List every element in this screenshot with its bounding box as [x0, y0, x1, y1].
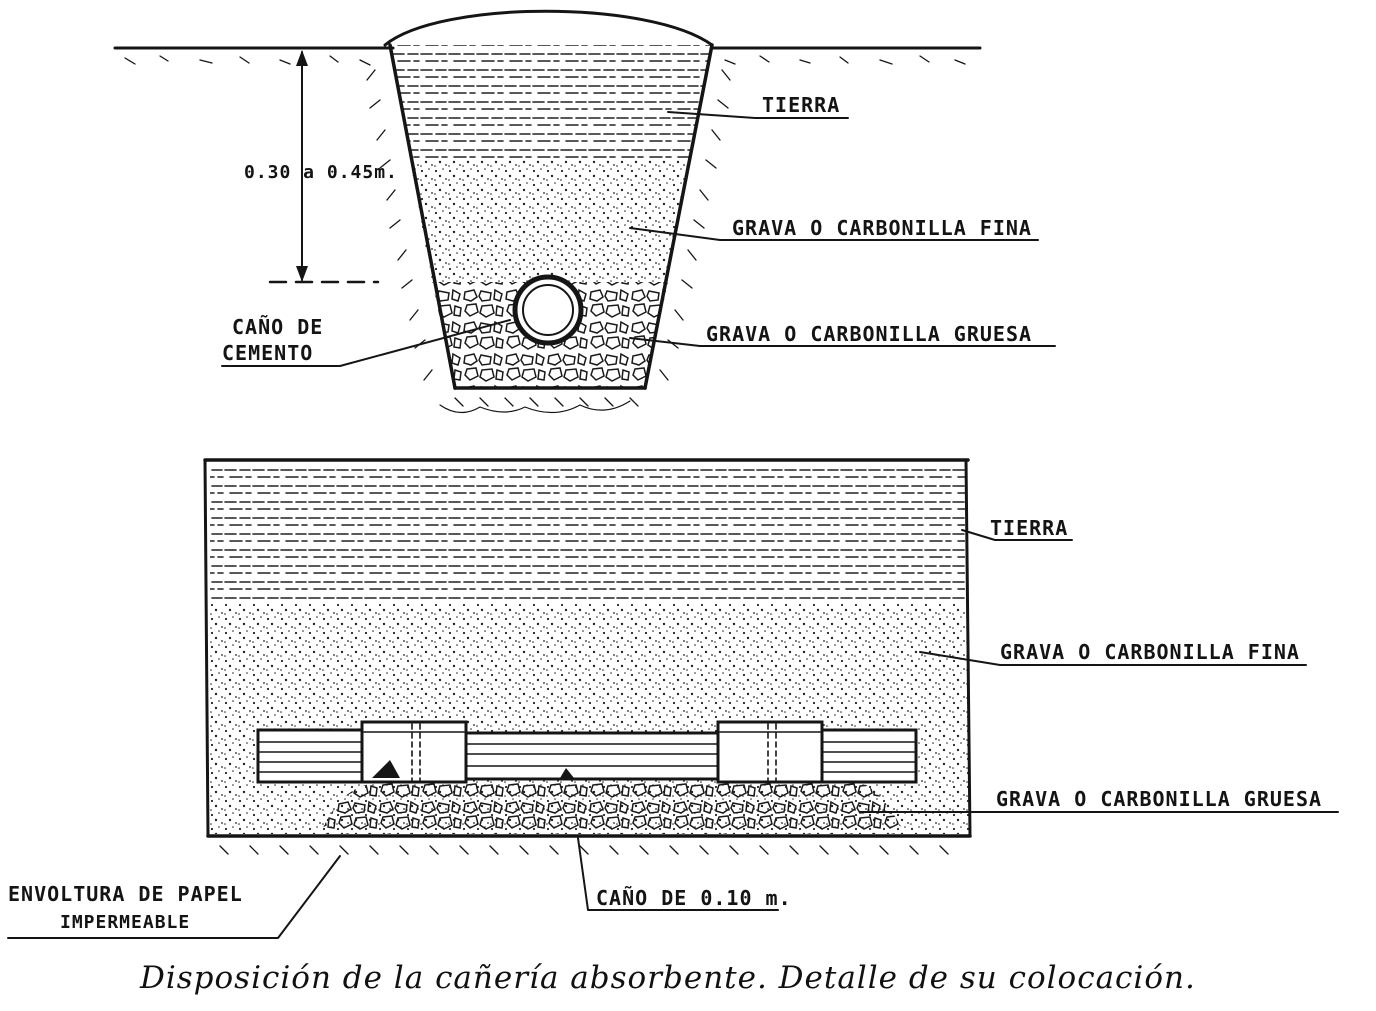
ground-texture — [124, 55, 966, 66]
trench-hatching-bottom — [454, 397, 639, 407]
label-grava-gruesa-top: GRAVA O CARBONILLA GRUESA — [706, 322, 1032, 346]
figure-caption: Disposición de la cañería absorbente. De… — [139, 960, 1196, 996]
cross-section: 0.30 a 0.45m. TIERRA GRAVA O CARBONILLA … — [113, 9, 1056, 414]
leader-grava-fina-top — [629, 227, 1039, 241]
pipe-segment-left — [256, 728, 368, 784]
long-grava-gruesa-mound — [320, 782, 905, 834]
depth-label: 0.30 a 0.45m. — [244, 162, 398, 183]
label-grava-fina-bottom: GRAVA O CARBONILLA FINA — [1000, 640, 1300, 664]
label-cano-line2: CEMENTO — [222, 341, 313, 365]
cement-pipe-inner — [522, 284, 574, 336]
depth-arrow-bottom — [296, 266, 308, 282]
pipe-segment-middle — [464, 731, 720, 781]
trench-tierra-fill — [390, 45, 712, 160]
leader-cano-cemento — [221, 319, 511, 367]
leader-envoltura — [7, 855, 341, 939]
label-grava-fina-top: GRAVA O CARBONILLA FINA — [732, 216, 1032, 240]
leader-cano-bottom — [577, 837, 779, 911]
long-frame-left — [203, 458, 210, 838]
long-bottom-hatching — [219, 845, 949, 855]
leader-grava-gruesa-top — [629, 337, 1056, 347]
trench-wall-right — [643, 43, 714, 390]
trench-wall-left — [388, 43, 457, 390]
pipe-collar-right — [716, 720, 824, 784]
label-envoltura-line2: IMPERMEABLE — [60, 912, 190, 933]
longitudinal-section: TIERRA GRAVA O CARBONILLA FINA GRAVA O C… — [7, 458, 1339, 939]
long-frame-right — [964, 458, 972, 838]
pipe-run — [256, 720, 918, 784]
leader-tierra-top — [667, 111, 849, 119]
trench-scribble — [439, 400, 631, 414]
soil-mound — [383, 9, 714, 47]
leader-grava-fina-bottom — [919, 651, 1307, 666]
label-tierra-top: TIERRA — [762, 93, 840, 117]
label-cano-line1: CAÑO DE — [232, 315, 323, 339]
leader-tierra-bottom — [961, 529, 1073, 541]
label-grava-gruesa-bottom: GRAVA O CARBONILLA GRUESA — [996, 787, 1322, 811]
depth-arrow-top — [296, 50, 308, 66]
label-tierra-bottom: TIERRA — [990, 516, 1068, 540]
label-envoltura-line1: ENVOLTURA DE PAPEL — [8, 882, 243, 906]
trench-grava-fina-fill — [410, 160, 690, 282]
label-cano-bottom: CAÑO DE 0.10 m. — [596, 886, 792, 910]
pipe-joint-dashes — [411, 723, 777, 781]
pipe-segment-right — [818, 728, 918, 784]
pipe-collar-shading — [372, 760, 574, 778]
trench-hatching-right — [659, 69, 731, 381]
pipe-lines — [259, 731, 915, 773]
long-tierra-fill — [210, 462, 965, 604]
